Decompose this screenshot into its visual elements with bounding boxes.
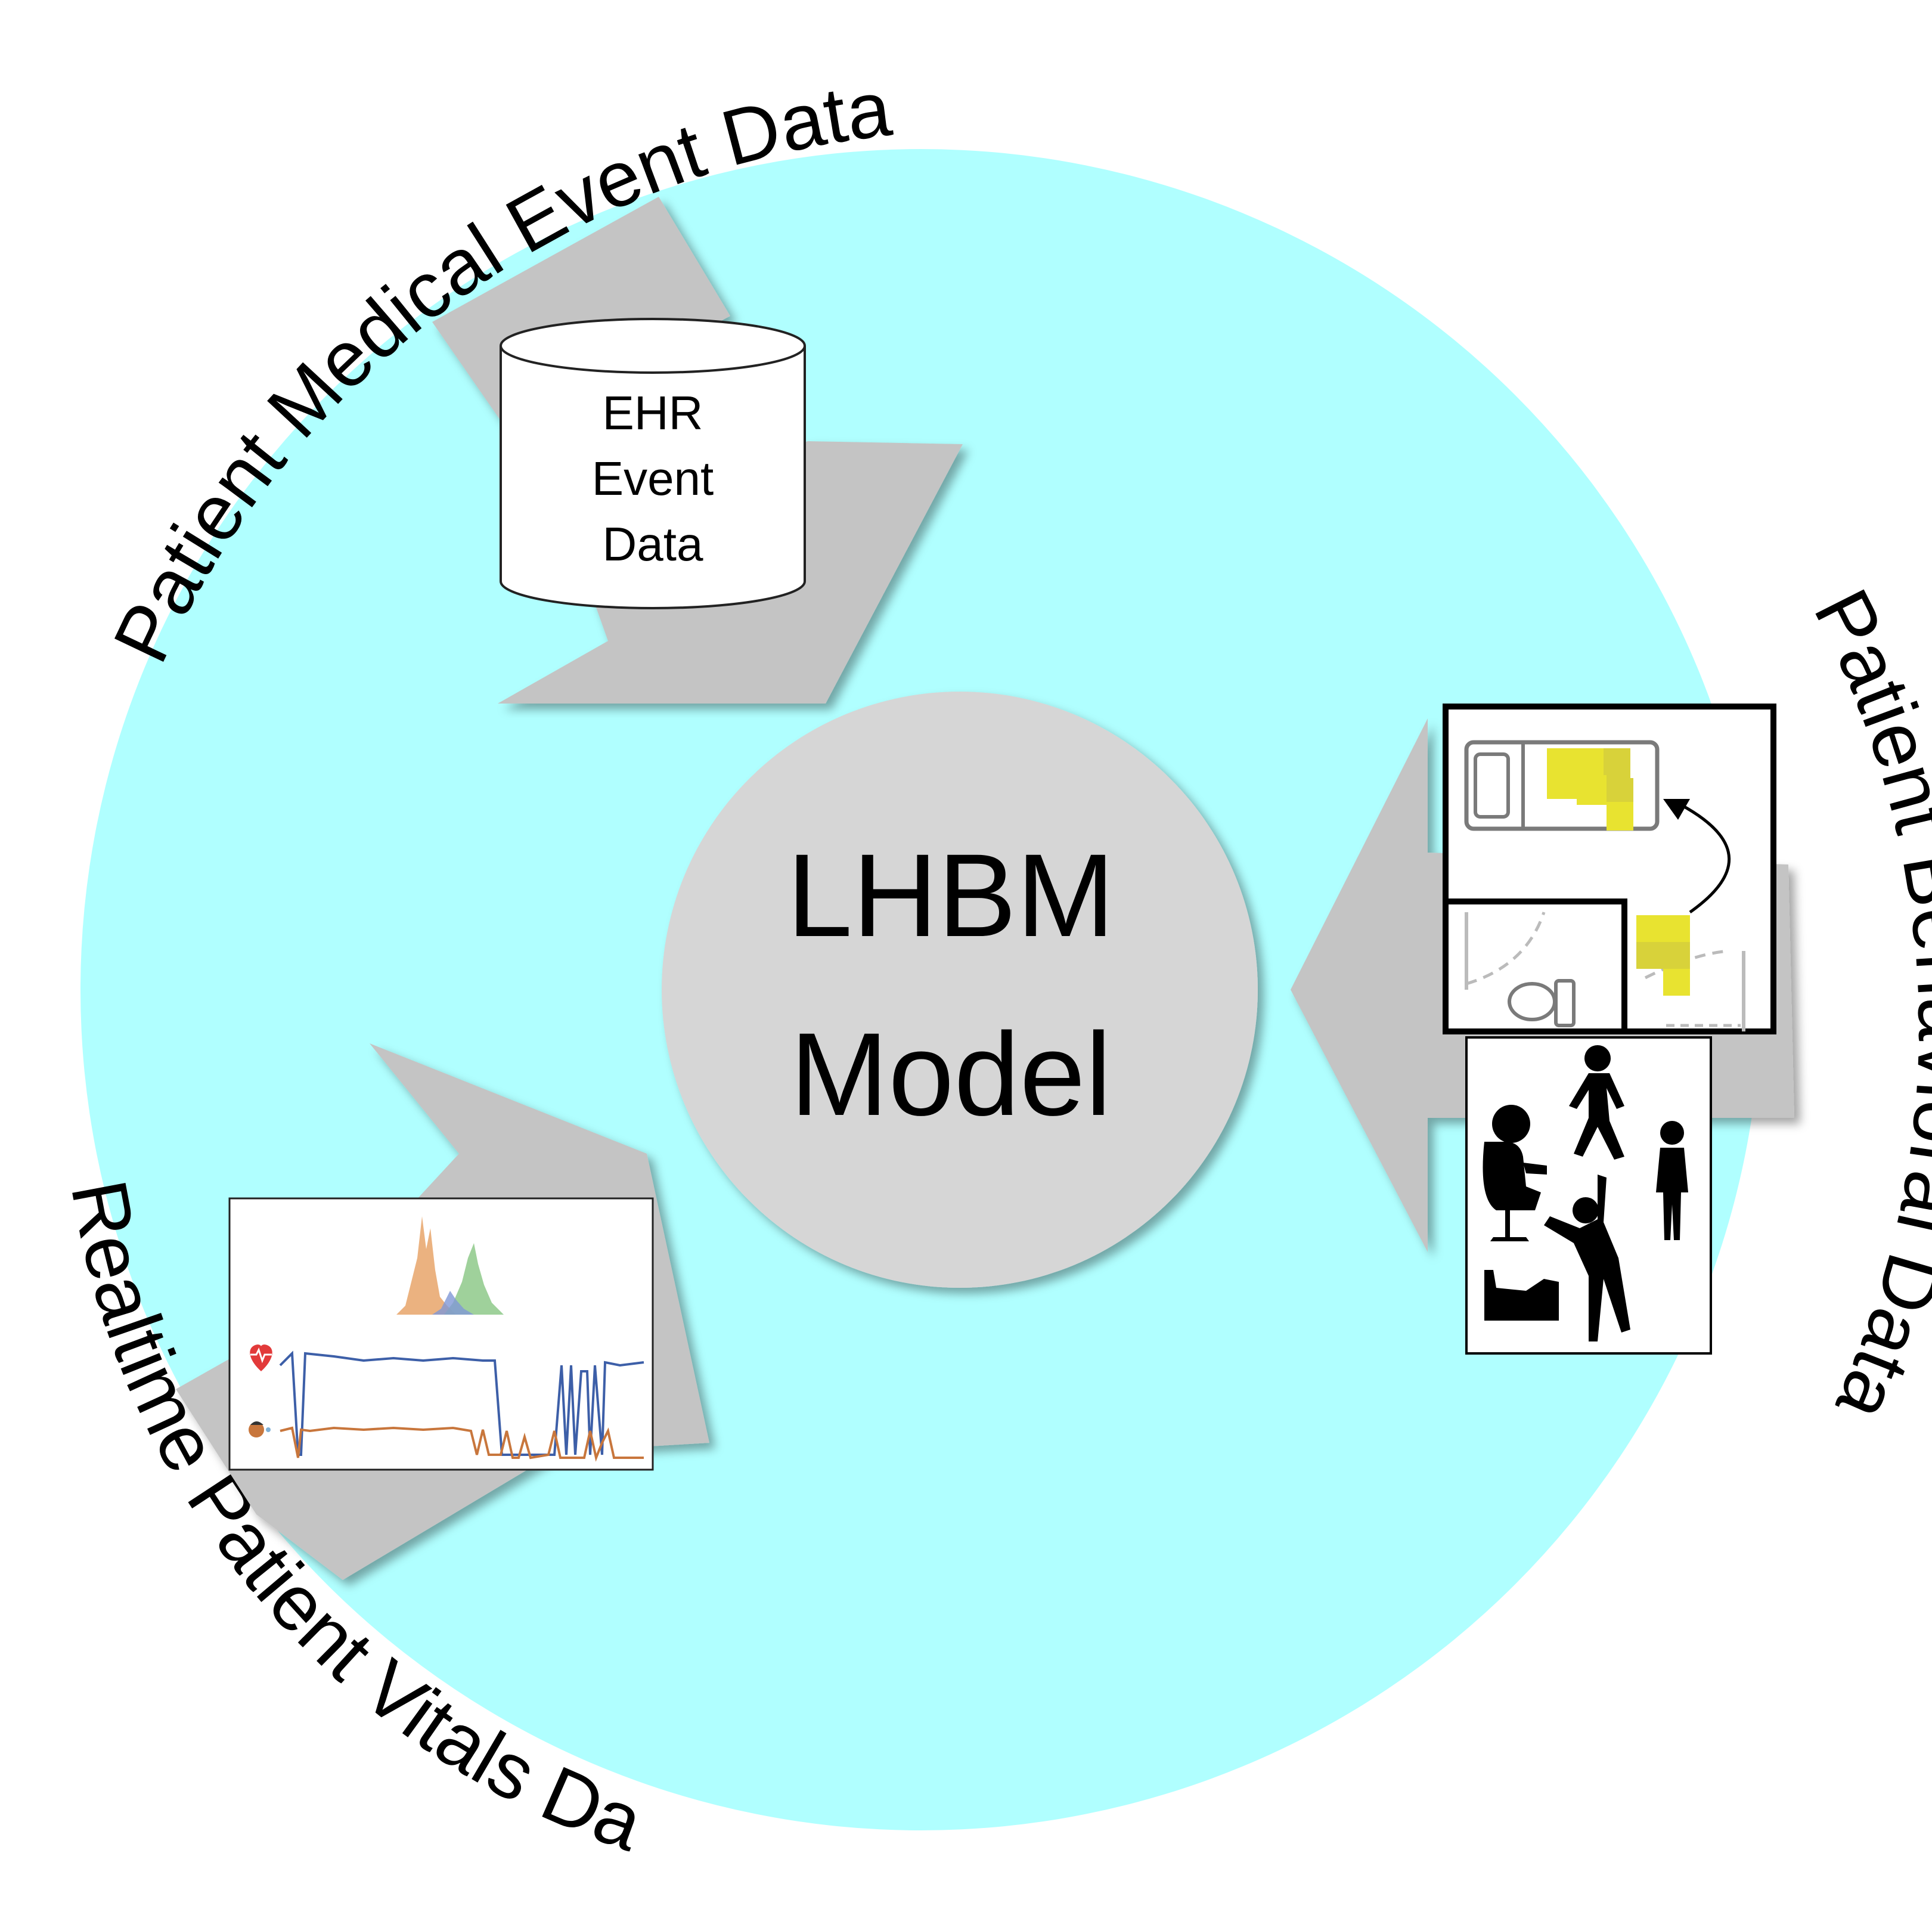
walking-person-icon — [1569, 1045, 1624, 1160]
standing-person-icon — [1656, 1121, 1688, 1240]
center-label-line1: LHBM — [787, 829, 1115, 961]
center-circle — [662, 692, 1258, 1288]
silhouettes-panel — [1465, 1036, 1712, 1355]
ehr-label-line3: Data — [603, 518, 703, 571]
respiration-line — [280, 1426, 644, 1462]
heatmap-door — [1636, 915, 1690, 996]
heart-monitor-icon — [250, 1344, 272, 1371]
heart-rate-line — [279, 1350, 644, 1456]
vitals-plot-panel — [228, 1197, 654, 1471]
bed-icon — [1464, 740, 1660, 831]
ehr-label-line2: Event — [592, 452, 714, 505]
vitals-histogram — [396, 1216, 504, 1315]
right-arc-label-text: Patient Behavioral Data — [1798, 576, 1932, 1434]
movement-arrow — [1663, 799, 1731, 914]
ehr-label-line1: EHR — [603, 386, 703, 439]
seated-person-icon — [1483, 1105, 1547, 1241]
breathing-face-icon — [249, 1421, 271, 1437]
center-label-line2: Model — [790, 1008, 1111, 1140]
toilet-icon — [1508, 979, 1576, 1027]
right-arc-label: Patient Behavioral Data — [1798, 576, 1932, 1434]
room-floorplan-panel — [1443, 704, 1776, 1034]
bed-silhouette-icon — [1484, 1270, 1559, 1321]
database-cylinder-icon: EHR Event Data — [500, 318, 806, 609]
reaching-person-icon — [1544, 1175, 1630, 1341]
heatmap-bed — [1547, 748, 1633, 831]
